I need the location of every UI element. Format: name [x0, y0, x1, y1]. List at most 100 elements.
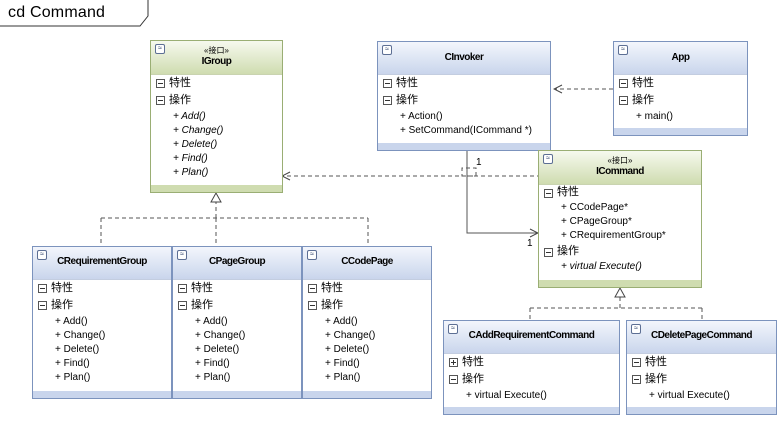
- operations-section[interactable]: 操作: [378, 92, 550, 109]
- collapse-icon[interactable]: ≈: [177, 250, 187, 260]
- operation-item[interactable]: + Change(): [55, 330, 106, 341]
- stereotype-label: «接口»: [607, 156, 633, 165]
- expand-section-icon[interactable]: [449, 358, 458, 367]
- attribute-item[interactable]: + CRequirementGroup*: [561, 230, 666, 241]
- collapse-icon[interactable]: ≈: [37, 250, 47, 260]
- collapse-section-icon[interactable]: [632, 358, 641, 367]
- operation-item[interactable]: + Find(): [55, 358, 90, 369]
- operations-section[interactable]: 操作: [627, 371, 776, 388]
- operation-item[interactable]: + Action(): [400, 111, 443, 122]
- attributes-section[interactable]: 特性: [444, 354, 619, 371]
- collapse-section-icon[interactable]: [156, 79, 165, 88]
- collapse-section-icon[interactable]: [38, 284, 47, 293]
- operation-item[interactable]: + Add(): [173, 111, 206, 122]
- class-header: ≈ «接口» IGroup: [151, 41, 282, 75]
- collapse-section-icon[interactable]: [619, 96, 628, 105]
- operation-item[interactable]: + Change(): [173, 125, 224, 136]
- operation-item[interactable]: + Find(): [195, 358, 230, 369]
- class-ccodepage[interactable]: ≈ CCodePage 特性 操作 + Add() + Change() + D…: [302, 246, 432, 399]
- collapse-section-icon[interactable]: [383, 96, 392, 105]
- collapse-section-icon[interactable]: [619, 79, 628, 88]
- operations-section[interactable]: 操作: [444, 371, 619, 388]
- operation-item[interactable]: + Add(): [325, 316, 358, 327]
- association-cinvoker-icommand: [466, 151, 538, 233]
- operation-item[interactable]: + Plan(): [195, 372, 231, 383]
- operation-item[interactable]: + virtual Execute(): [649, 390, 730, 401]
- collapse-section-icon[interactable]: [178, 284, 187, 293]
- operations-section[interactable]: 操作: [539, 244, 701, 259]
- operation-item[interactable]: + virtual Execute(): [466, 390, 547, 401]
- operation-item[interactable]: + Find(): [325, 358, 360, 369]
- class-cinvoker[interactable]: ≈ CInvoker 特性 操作 + Action() + SetCommand…: [377, 41, 551, 151]
- operation-item[interactable]: + virtual Execute(): [561, 261, 642, 272]
- collapse-section-icon[interactable]: [308, 301, 317, 310]
- collapse-section-icon[interactable]: [156, 96, 165, 105]
- class-igroup[interactable]: ≈ «接口» IGroup 特性 操作 + Add() + Change() +…: [150, 40, 283, 193]
- operations-list: + Add() + Change() + Delete() + Find() +…: [33, 314, 171, 388]
- collapse-section-icon[interactable]: [383, 79, 392, 88]
- collapse-icon[interactable]: ≈: [307, 250, 317, 260]
- class-footer: [378, 143, 550, 150]
- collapse-icon[interactable]: ≈: [155, 44, 165, 54]
- attributes-section[interactable]: 特性: [627, 354, 776, 371]
- collapse-icon[interactable]: ≈: [382, 45, 392, 55]
- class-caddrequirementcommand[interactable]: ≈ CAddRequirementCommand 特性 操作 + virtual…: [443, 320, 620, 415]
- class-name: ICommand: [596, 166, 644, 177]
- operation-item[interactable]: + Plan(): [173, 167, 209, 178]
- collapse-section-icon[interactable]: [178, 301, 187, 310]
- collapse-icon[interactable]: ≈: [543, 154, 553, 164]
- operation-item[interactable]: + SetCommand(ICommand *): [400, 125, 532, 136]
- collapse-section-icon[interactable]: [449, 375, 458, 384]
- class-footer: [539, 280, 701, 287]
- collapse-section-icon[interactable]: [544, 189, 553, 198]
- operation-item[interactable]: + Plan(): [325, 372, 361, 383]
- operations-section[interactable]: 操作: [614, 92, 747, 109]
- class-app[interactable]: ≈ App 特性 操作 + main(): [613, 41, 748, 136]
- section-label: 操作: [632, 94, 654, 106]
- operations-section[interactable]: 操作: [33, 297, 171, 314]
- operation-item[interactable]: + Plan(): [55, 372, 91, 383]
- attributes-section[interactable]: 特性: [303, 280, 431, 297]
- collapse-icon[interactable]: ≈: [618, 45, 628, 55]
- section-label: 特性: [645, 356, 667, 368]
- operations-section[interactable]: 操作: [151, 92, 282, 109]
- operation-item[interactable]: + Delete(): [195, 344, 240, 355]
- collapse-icon[interactable]: ≈: [448, 324, 458, 334]
- operations-section[interactable]: 操作: [173, 297, 301, 314]
- attribute-item[interactable]: + CCodePage*: [561, 202, 628, 213]
- operation-item[interactable]: + Change(): [325, 330, 376, 341]
- collapse-section-icon[interactable]: [544, 248, 553, 257]
- class-footer: [173, 391, 301, 398]
- class-icommand[interactable]: ≈ «接口» ICommand 特性 + CCodePage* + CPageG…: [538, 150, 702, 288]
- attributes-section[interactable]: 特性: [151, 75, 282, 92]
- operation-item[interactable]: + Delete(): [325, 344, 370, 355]
- operation-item[interactable]: + main(): [636, 111, 673, 122]
- operation-item[interactable]: + Add(): [55, 316, 88, 327]
- attributes-section[interactable]: 特性: [539, 185, 701, 200]
- class-header: ≈ CCodePage: [303, 247, 431, 280]
- operation-item[interactable]: + Find(): [173, 153, 208, 164]
- attributes-section[interactable]: 特性: [614, 75, 747, 92]
- attributes-section[interactable]: 特性: [33, 280, 171, 297]
- attribute-item[interactable]: + CPageGroup*: [561, 216, 632, 227]
- collapse-section-icon[interactable]: [38, 301, 47, 310]
- class-cpagegroup[interactable]: ≈ CPageGroup 特性 操作 + Add() + Change() + …: [172, 246, 302, 399]
- operation-item[interactable]: + Delete(): [173, 139, 218, 150]
- operations-section[interactable]: 操作: [303, 297, 431, 314]
- section-label: 特性: [396, 77, 418, 89]
- section-label: 特性: [191, 282, 213, 294]
- collapse-icon[interactable]: ≈: [631, 324, 641, 334]
- attributes-section[interactable]: 特性: [378, 75, 550, 92]
- collapse-section-icon[interactable]: [632, 375, 641, 384]
- class-name: App: [671, 52, 690, 63]
- class-footer: [151, 185, 282, 192]
- operation-item[interactable]: + Change(): [195, 330, 246, 341]
- class-cdeletepagecommand[interactable]: ≈ CDeletePageCommand 特性 操作 + virtual Exe…: [626, 320, 777, 415]
- operation-item[interactable]: + Add(): [195, 316, 228, 327]
- attributes-section[interactable]: 特性: [173, 280, 301, 297]
- frame-label: cd Command: [8, 4, 106, 21]
- class-header: ≈ «接口» ICommand: [539, 151, 701, 185]
- collapse-section-icon[interactable]: [308, 284, 317, 293]
- class-crequirementgroup[interactable]: ≈ CRequirementGroup 特性 操作 + Add() + Chan…: [32, 246, 172, 399]
- operation-item[interactable]: + Delete(): [55, 344, 100, 355]
